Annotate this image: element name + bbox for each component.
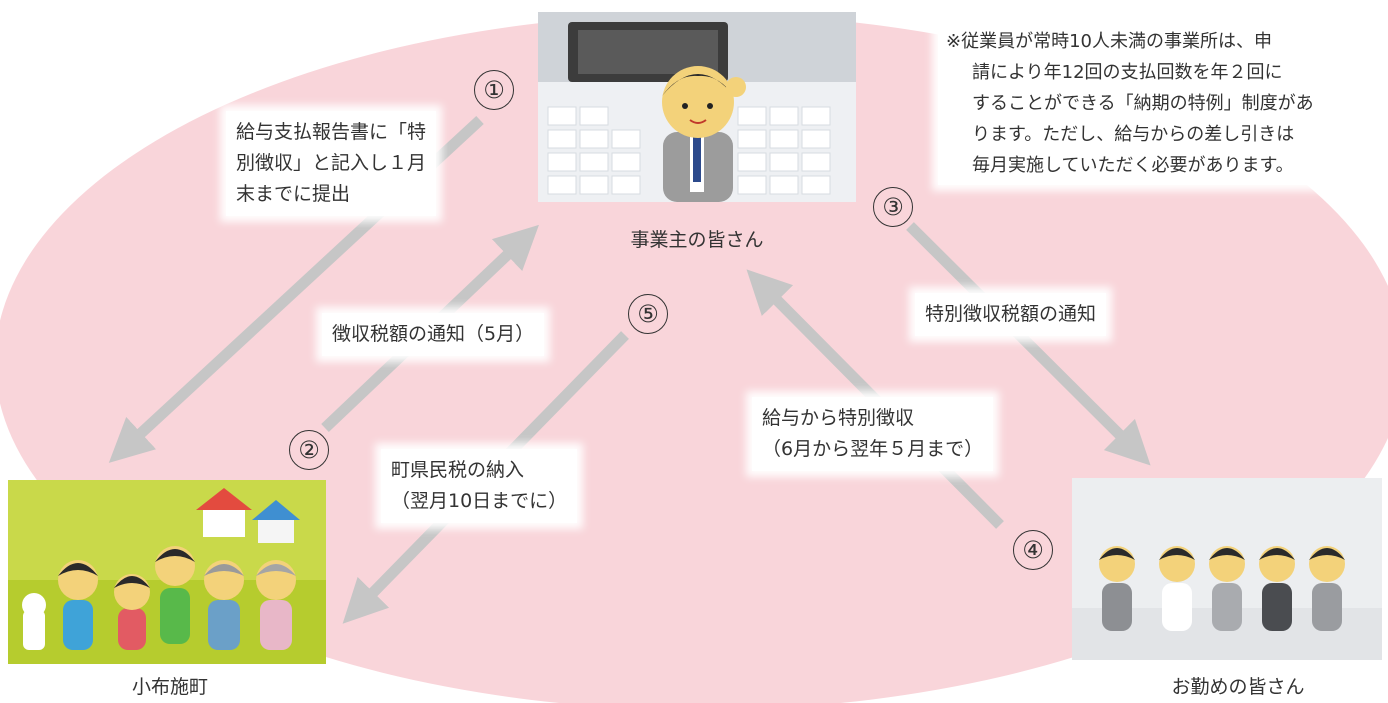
step-3-number: ③: [873, 187, 913, 227]
step-1-label: 給与支払報告書に「特 別徴収」と記入し１月 末までに提出: [226, 111, 437, 216]
step-5-number: ⑤: [628, 294, 668, 334]
step-3-label: 特別徴収税額の通知: [915, 293, 1107, 336]
step-4-line-2: （6月から翌年５月まで）: [762, 438, 984, 460]
step-4-line-1: 給与から特別徴収: [762, 407, 915, 429]
step-5-line-1: 町県民税の納入: [391, 459, 525, 481]
employer-caption: 事業主の皆さん: [630, 229, 764, 251]
special-payment-note: ※従業員が常時10人未満の事業所は、申 請により年12回の支払回数を年２回に す…: [938, 22, 1322, 185]
step-1-line-3: 末までに提出: [236, 183, 351, 205]
town-photo: [8, 480, 326, 664]
note-line-5: 毎月実施していただく必要があります。: [972, 155, 1294, 176]
note-line-3: することができる「納期の特例」制度があ: [972, 93, 1314, 114]
step-1-number: ①: [474, 70, 514, 110]
note-line-2: 請により年12回の支払回数を年２回に: [972, 62, 1283, 83]
step-5-line-2: （翌月10日までに）: [391, 490, 568, 512]
town-caption: 小布施町: [131, 676, 208, 698]
step-1-line-2: 別徴収」と記入し１月: [236, 152, 427, 174]
employees-caption: お勤めの皆さん: [1171, 676, 1305, 698]
employer-photo: [538, 12, 856, 202]
step-2-label: 徴収税額の通知（5月）: [322, 313, 545, 356]
employees-photo: [1072, 478, 1382, 660]
note-line-4: ります。ただし、給与からの差し引きは: [972, 124, 1295, 145]
note-line-1: ※従業員が常時10人未満の事業所は、申: [946, 31, 1272, 52]
step-1-line-1: 給与支払報告書に「特: [236, 121, 427, 143]
step-5-label: 町県民税の納入 （翌月10日までに）: [381, 449, 578, 523]
step-2-number: ②: [289, 430, 329, 470]
step-4-number: ④: [1013, 530, 1053, 570]
step-4-label: 給与から特別徴収 （6月から翌年５月まで）: [752, 397, 994, 471]
arrow-3-to-employees: [906, 222, 1151, 466]
